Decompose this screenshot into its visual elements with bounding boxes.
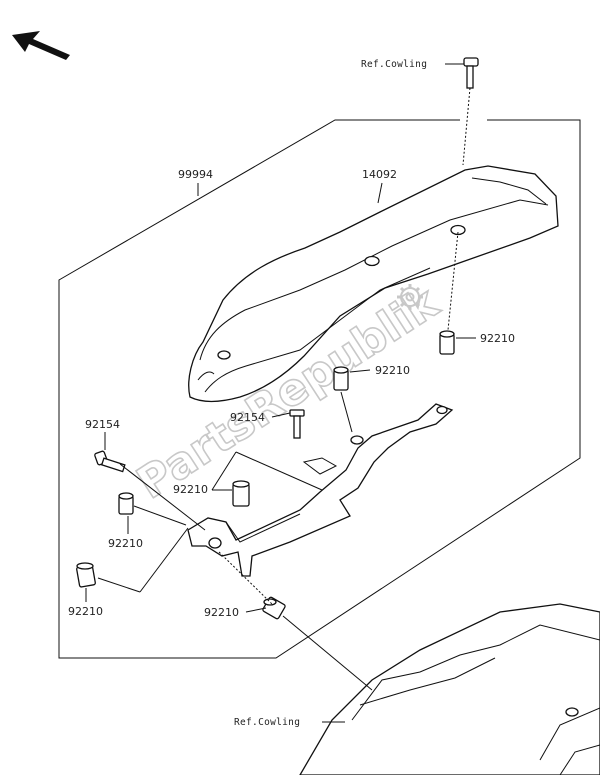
collar-92210-center — [232, 480, 250, 507]
label-92154-left: 92154 — [85, 418, 120, 431]
kit-frame — [58, 119, 581, 659]
label-92210-left-lower: 92210 — [68, 605, 103, 618]
leader-lines — [85, 63, 476, 723]
bolt-92154-left — [94, 450, 126, 473]
cowling-reference — [299, 603, 600, 775]
label-ref-cowling-top: Ref.Cowling — [361, 59, 427, 70]
front-arrow-icon — [12, 31, 70, 60]
mounting-bracket — [187, 403, 454, 577]
collar-92210-left-upper — [118, 492, 134, 515]
label-ref-cowling-bottom: Ref.Cowling — [234, 717, 300, 728]
bolt-92154-mid — [289, 409, 305, 439]
label-92210-center: 92210 — [173, 483, 208, 496]
gear-icon — [397, 284, 423, 310]
collar-92210-right — [439, 330, 455, 355]
part-labels: Ref.Cowling 99994 14092 92210 92210 9215… — [68, 59, 515, 728]
label-14092: 14092 — [362, 168, 397, 181]
label-99994: 99994 — [178, 168, 213, 181]
collar-92210-left-lower — [76, 562, 96, 588]
tail-cover-14092 — [188, 165, 559, 403]
collar-92210-bottom — [262, 596, 286, 620]
label-92154-mid: 92154 — [230, 411, 265, 424]
label-92210-left-upper: 92210 — [108, 537, 143, 550]
ref-cowling-bolt — [463, 57, 479, 89]
label-92210-bottom: 92210 — [204, 606, 239, 619]
collar-92210-mid — [333, 366, 349, 391]
label-92210-mid: 92210 — [375, 364, 410, 377]
label-92210-right: 92210 — [480, 332, 515, 345]
